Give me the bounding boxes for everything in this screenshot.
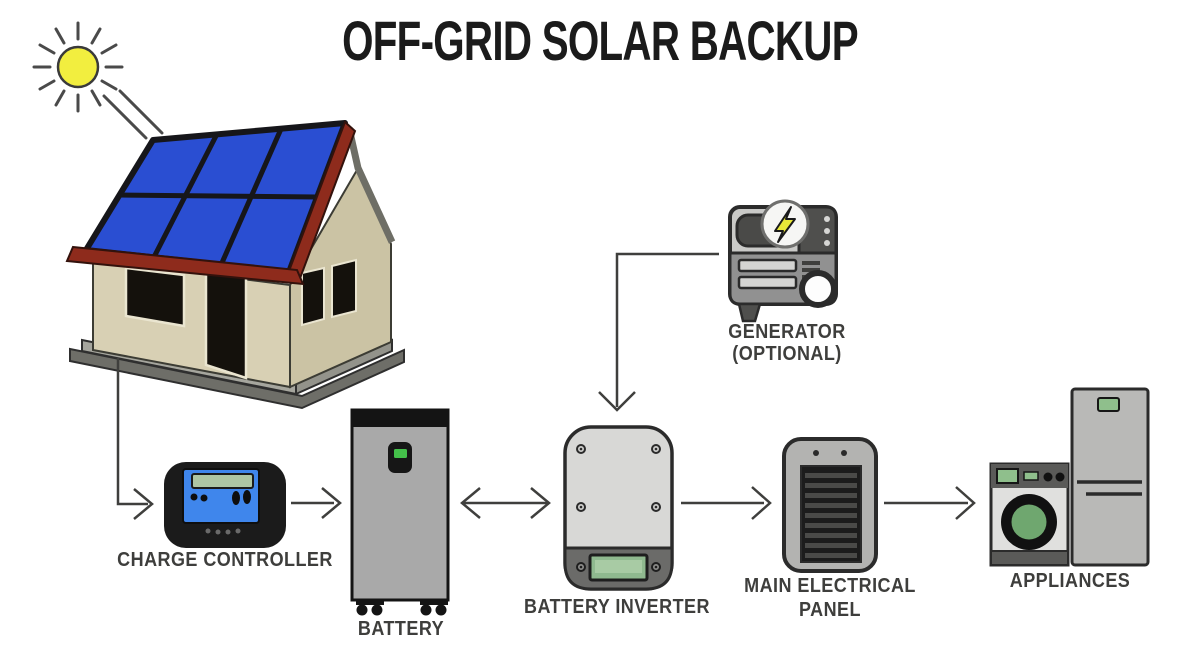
label-panel-line2: PANEL (799, 599, 861, 621)
arrow-battery-inverter-bidirectional (460, 487, 551, 519)
sun-disc (56, 45, 100, 89)
battery-icon (350, 408, 450, 616)
label-appliances: APPLIANCES (1009, 570, 1131, 592)
house-window (301, 266, 325, 327)
solar-panels (83, 120, 348, 275)
arrow-generator-to-inverter (598, 252, 719, 412)
washer-display (996, 468, 1019, 484)
sun-beam (102, 94, 148, 140)
arrow-inverter-to-panel (681, 486, 772, 520)
battery-inverter-icon (563, 425, 674, 591)
house-window (331, 258, 357, 319)
generator-icon (728, 199, 838, 323)
lightning-bolt-icon (774, 206, 796, 243)
refrigerator-icon (1070, 387, 1150, 567)
controller-lcd (191, 473, 254, 489)
label-generator: GENERATOR (OPTIONAL) (728, 321, 845, 365)
sun-icon (32, 21, 164, 140)
arrow-panel-to-appliances (884, 486, 976, 520)
page-title: OFF-GRID SOLAR BACKUP (342, 9, 858, 72)
flow-arrows (116, 252, 976, 520)
label-generator-line2: (OPTIONAL) (732, 343, 842, 365)
arrow-house-to-controller (116, 358, 154, 520)
washing-machine-icon (989, 462, 1070, 567)
charge-controller-icon (164, 462, 286, 548)
generator-wheel (799, 270, 837, 308)
label-main-electrical-panel: MAIN ELECTRICAL PANEL (744, 574, 916, 622)
battery-indicator-light (394, 449, 407, 458)
solar-house-icon (65, 120, 405, 410)
generator-foot (737, 302, 762, 323)
label-battery: BATTERY (357, 618, 445, 640)
label-battery-inverter: BATTERY INVERTER (524, 596, 710, 618)
house-foundation (69, 347, 405, 410)
main-electrical-panel-icon (782, 437, 878, 573)
fridge-display (1097, 397, 1120, 412)
house-window (124, 266, 186, 328)
label-generator-line1: GENERATOR (728, 321, 846, 343)
label-panel-line1: MAIN ELECTRICAL (744, 575, 916, 597)
label-charge-controller: CHARGE CONTROLLER (117, 549, 333, 571)
roof-eave (65, 245, 305, 286)
arrow-controller-to-battery (291, 487, 342, 519)
sun-beam (118, 89, 164, 135)
house-door (204, 270, 248, 380)
